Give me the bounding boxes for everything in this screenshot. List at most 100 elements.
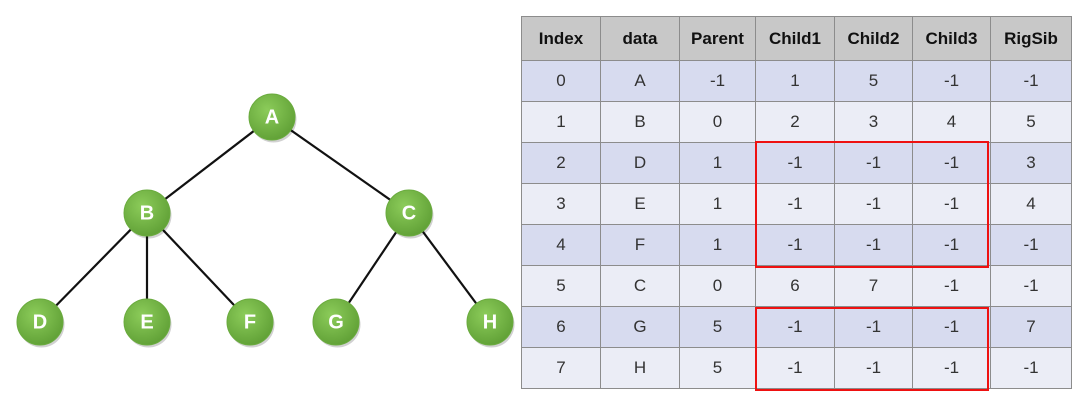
tree-nodes: A B C D E F G H: [16, 93, 515, 348]
cell-rigsib: -1: [990, 224, 1072, 266]
node-label: C: [402, 202, 416, 224]
cell-child2: 3: [834, 101, 913, 143]
cell-data: G: [600, 306, 680, 348]
node-label: H: [483, 311, 497, 333]
cell-index: 3: [521, 183, 601, 225]
node-circle: [385, 189, 433, 237]
cell-parent: 5: [679, 306, 756, 348]
cell-index: 1: [521, 101, 601, 143]
header-index: Index: [521, 16, 601, 61]
cell-rigsib: -1: [990, 60, 1072, 102]
cell-child2: 7: [834, 265, 913, 307]
tree-edge-b-f: [146, 212, 251, 323]
cell-index: 7: [521, 347, 601, 389]
node-circle: [123, 298, 171, 346]
cell-child2: -1: [834, 306, 913, 348]
cell-child3: -1: [912, 183, 991, 225]
cell-child2: -1: [834, 183, 913, 225]
cell-index: 0: [521, 60, 601, 102]
cell-child1: 6: [755, 265, 835, 307]
cell-child3: -1: [912, 224, 991, 266]
node-circle: [16, 298, 64, 346]
tree-edge-a-c: [271, 116, 410, 214]
cell-data: C: [600, 265, 680, 307]
cell-data: F: [600, 224, 680, 266]
cell-rigsib: 3: [990, 142, 1072, 184]
node-circle: [466, 298, 514, 346]
table-header-row: Index data Parent Child1 Child2 Child3 R…: [521, 16, 1072, 61]
cell-data: D: [600, 142, 680, 184]
cell-parent: 1: [679, 142, 756, 184]
tree-node-h: H: [466, 298, 515, 348]
tree-edge-b-d: [39, 212, 148, 323]
header-child3: Child3: [912, 16, 991, 61]
cell-child1: -1: [755, 183, 835, 225]
cell-parent: 1: [679, 183, 756, 225]
cell-parent: 0: [679, 265, 756, 307]
node-label: G: [328, 311, 344, 333]
cell-rigsib: 5: [990, 101, 1072, 143]
cell-child1: 1: [755, 60, 835, 102]
cell-index: 2: [521, 142, 601, 184]
cell-parent: 1: [679, 224, 756, 266]
cell-child1: -1: [755, 306, 835, 348]
header-parent: Parent: [679, 16, 756, 61]
cell-child3: -1: [912, 265, 991, 307]
cell-index: 5: [521, 265, 601, 307]
tree-node-c: C: [385, 189, 434, 239]
cell-child1: -1: [755, 224, 835, 266]
node-circle: [312, 298, 360, 346]
cell-rigsib: -1: [990, 265, 1072, 307]
cell-child3: -1: [912, 142, 991, 184]
cell-child2: 5: [834, 60, 913, 102]
cell-child3: -1: [912, 306, 991, 348]
header-child2: Child2: [834, 16, 913, 61]
node-circle: [248, 93, 296, 141]
cell-index: 4: [521, 224, 601, 266]
tree-diagram: A B C D E F G H: [16, 93, 515, 348]
cell-child1: -1: [755, 142, 835, 184]
header-child1: Child1: [755, 16, 835, 61]
node-label: D: [33, 311, 47, 333]
cell-rigsib: 7: [990, 306, 1072, 348]
tree-edge-a-b: [146, 116, 273, 214]
tree-node-d: D: [16, 298, 65, 348]
cell-data: H: [600, 347, 680, 389]
node-label: A: [265, 106, 279, 128]
cell-child3: -1: [912, 347, 991, 389]
cell-parent: 0: [679, 101, 756, 143]
cell-child2: -1: [834, 142, 913, 184]
header-data: data: [600, 16, 680, 61]
header-rigsib: RigSib: [990, 16, 1072, 61]
cell-child3: 4: [912, 101, 991, 143]
tree-node-e: E: [123, 298, 172, 348]
tree-node-a: A: [248, 93, 297, 143]
node-label: E: [140, 311, 153, 333]
cell-child2: -1: [834, 347, 913, 389]
cell-child1: -1: [755, 347, 835, 389]
tree-node-g: G: [312, 298, 361, 348]
tree-node-f: F: [226, 298, 275, 348]
cell-child1: 2: [755, 101, 835, 143]
node-label: F: [244, 311, 256, 333]
cell-parent: 5: [679, 347, 756, 389]
tree-node-b: B: [123, 189, 172, 239]
cell-child3: -1: [912, 60, 991, 102]
tree-table: Index data Parent Child1 Child2 Child3 R…: [521, 16, 1072, 389]
node-label: B: [140, 202, 154, 224]
node-circle: [123, 189, 171, 237]
cell-data: A: [600, 60, 680, 102]
cell-child2: -1: [834, 224, 913, 266]
cell-data: E: [600, 183, 680, 225]
node-circle: [226, 298, 274, 346]
cell-data: B: [600, 101, 680, 143]
